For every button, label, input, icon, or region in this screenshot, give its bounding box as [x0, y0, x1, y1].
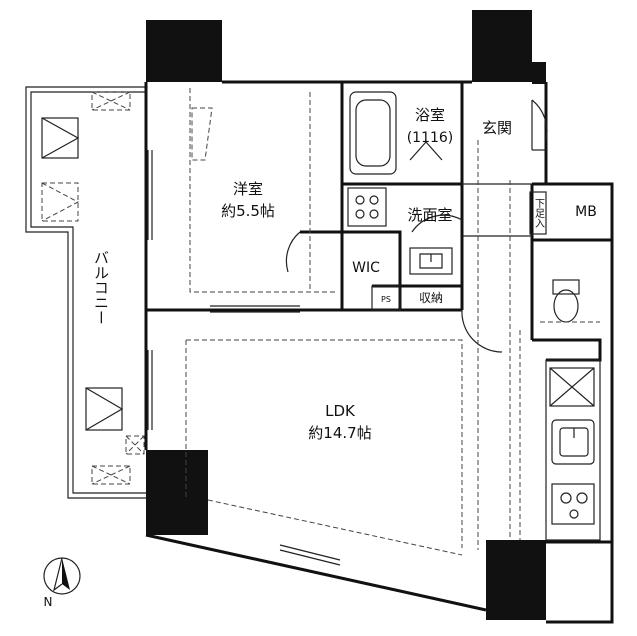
western-room-size: 約5.5帖 — [221, 202, 275, 220]
bath-fixtures — [347, 91, 453, 275]
shoe-storage-label: 下足入 — [533, 198, 545, 228]
washer-icon — [347, 187, 387, 227]
shoe-storage-box — [529, 191, 547, 235]
balcony — [25, 86, 146, 499]
entrance-label: 玄関 — [482, 119, 512, 137]
bathroom-size: (1116) — [407, 130, 454, 146]
western-room-name: 洋室 — [233, 180, 263, 198]
sink-icon — [551, 419, 595, 465]
interior-walls — [146, 82, 602, 362]
mb-label: MB — [575, 204, 597, 220]
washbasin-icon — [409, 247, 453, 275]
door-swing-icon — [411, 214, 463, 233]
vent-icon — [91, 465, 131, 485]
stove-icon — [551, 483, 595, 525]
ps-box — [371, 285, 401, 311]
storage-label: 収納 — [419, 291, 443, 305]
bathroom-name: 浴室 — [415, 106, 445, 124]
shower-icon — [409, 141, 443, 161]
kitchen — [545, 359, 601, 541]
windows — [147, 150, 341, 566]
compass-north-label: N — [44, 595, 53, 609]
compass — [43, 557, 81, 595]
washroom-label: 洗面室 — [407, 206, 452, 224]
balcony-label: バルコニー — [92, 250, 110, 325]
ps-label: PS — [381, 295, 391, 304]
vent-icon — [125, 435, 145, 455]
door-swing-icon — [531, 99, 548, 141]
toilet-icon — [540, 279, 600, 323]
doors — [285, 99, 548, 353]
ldk-size: 約14.7帖 — [308, 424, 371, 442]
north-arrow-icon — [62, 558, 70, 590]
ldk-name: LDK — [325, 402, 356, 420]
ceiling-lines — [185, 88, 521, 556]
vent-icon — [91, 91, 131, 111]
perimeter-walls — [144, 80, 614, 624]
ac-unit-icon — [41, 117, 79, 159]
wic-label: WIC — [352, 260, 380, 276]
structural-walls — [146, 10, 546, 620]
ac-unit-icon — [85, 387, 123, 431]
door-swing-icon — [285, 231, 301, 273]
ac-unit-icon — [41, 182, 79, 222]
door-swing-icon — [461, 309, 503, 353]
fridge-space-icon — [549, 367, 595, 407]
bathtub-icon — [349, 91, 397, 175]
